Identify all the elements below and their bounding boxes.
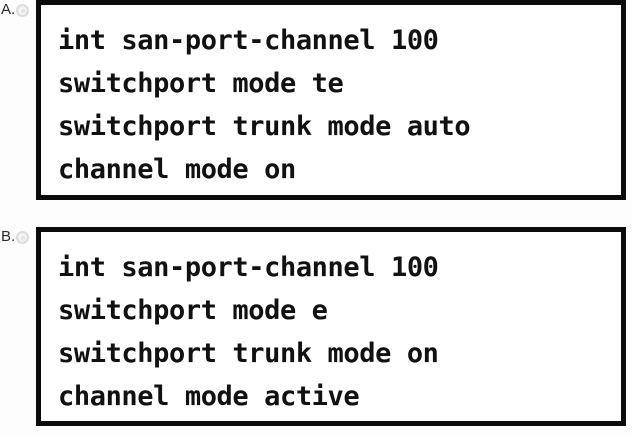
- choice-b-code-box: int san-port-channel 100 switchport mode…: [36, 227, 626, 426]
- choice-a-marker[interactable]: A.: [0, 0, 36, 18]
- radio-button-icon[interactable]: [16, 231, 30, 244]
- code-line: switchport mode te: [58, 68, 344, 99]
- code-line: int san-port-channel 100: [58, 252, 439, 283]
- answer-choice-b[interactable]: B. int san-port-channel 100 switchport m…: [0, 227, 633, 436]
- choice-b-marker[interactable]: B.: [0, 227, 36, 245]
- choice-a-code-box: int san-port-channel 100 switchport mode…: [36, 0, 626, 200]
- code-line: channel mode on: [58, 154, 296, 185]
- code-line: switchport trunk mode auto: [58, 111, 471, 142]
- choice-b-letter: B.: [1, 228, 16, 245]
- code-line: channel mode active: [58, 381, 360, 412]
- code-line: switchport trunk mode on: [58, 338, 439, 369]
- code-line: switchport mode e: [58, 295, 328, 326]
- choice-a-letter: A.: [1, 1, 16, 18]
- answer-choice-a[interactable]: A. int san-port-channel 100 switchport m…: [0, 0, 633, 218]
- radio-button-icon[interactable]: [16, 4, 30, 17]
- code-line: int san-port-channel 100: [58, 25, 439, 56]
